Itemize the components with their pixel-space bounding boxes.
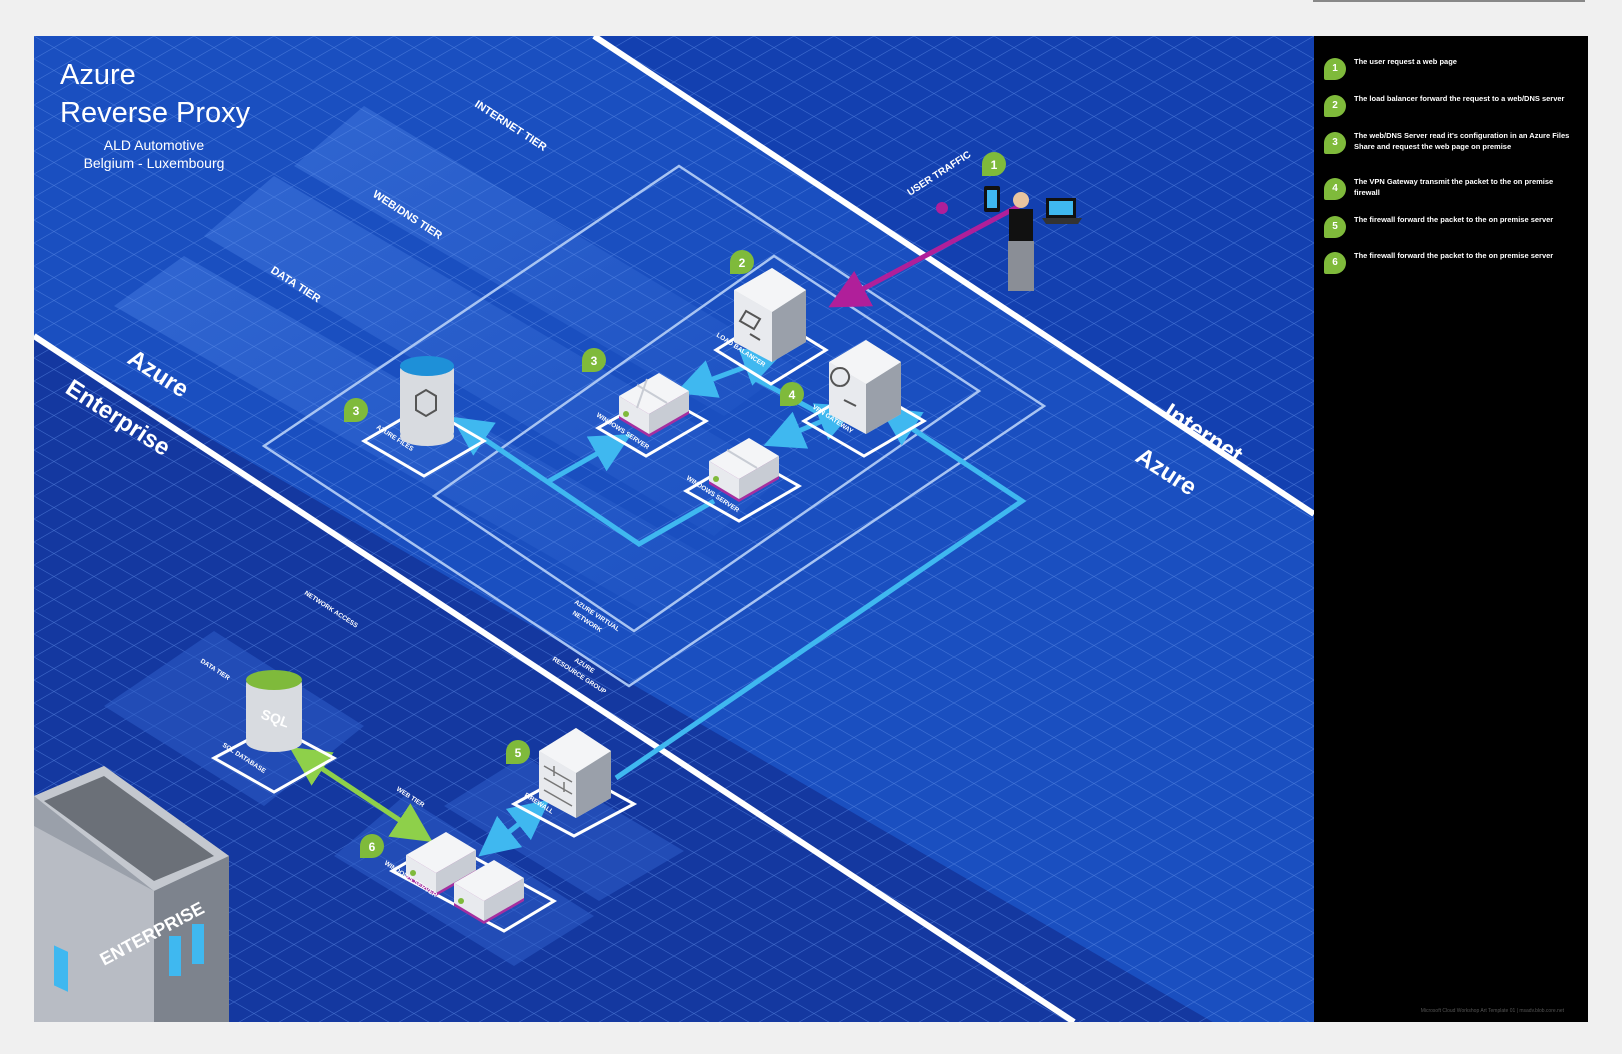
user-traffic-dot <box>936 202 948 214</box>
diagram-badge-4: 4 <box>780 382 804 406</box>
diagram-badge-6: 6 <box>360 834 384 858</box>
sql-database-node[interactable]: SQL <box>210 670 338 794</box>
step-badge: 4 <box>1324 178 1346 200</box>
diagram-canvas: SQL 1 <box>34 36 1314 1022</box>
step-badge: 5 <box>1324 216 1346 238</box>
load-balancer-icon <box>738 309 762 341</box>
onprem-windows-server-node[interactable] <box>388 832 558 933</box>
svg-text:3: 3 <box>591 354 598 368</box>
footer-credit: Microsoft Cloud Workshop Art Template 01… <box>1420 1008 1564 1014</box>
files-to-webserver1-arrow <box>547 434 632 484</box>
subtitle-line-1: ALD Automotive <box>104 137 205 153</box>
lb-to-webserver1-arrow <box>675 348 783 398</box>
diagram-badge-2: 2 <box>730 250 754 274</box>
title-line-1: Azure <box>60 59 136 91</box>
user-figure <box>984 186 1082 291</box>
step-badge: 1 <box>1324 58 1346 80</box>
internet-tier-band <box>294 106 794 416</box>
virtual-network-outline <box>431 254 982 633</box>
resource-group-outline <box>261 164 1047 688</box>
svg-text:1: 1 <box>991 158 998 172</box>
step-text: The web/DNS Server read it's configurati… <box>1354 131 1570 151</box>
step-text: The user request a web page <box>1354 57 1457 66</box>
azure-files-node[interactable] <box>361 356 487 478</box>
internet-boundary <box>592 36 1314 517</box>
firewall-to-server-arrow <box>478 799 550 857</box>
step-text: The firewall forward the packet to the o… <box>1354 251 1554 260</box>
top-rule <box>1313 0 1585 2</box>
vpn-gateway-node[interactable] <box>801 340 927 458</box>
diagram-badge-3-files: 3 <box>344 398 368 422</box>
step-badge: 2 <box>1324 95 1346 117</box>
title-line-2: Reverse Proxy <box>60 97 251 129</box>
windows-server-node-1[interactable] <box>594 373 710 458</box>
brick-wall-icon <box>543 765 573 807</box>
load-balancer-node[interactable] <box>713 268 829 386</box>
step-text: The firewall forward the packet to the o… <box>1354 215 1554 224</box>
svg-text:5: 5 <box>515 746 522 760</box>
step-text: The VPN Gateway transmit the packet to t… <box>1354 177 1554 197</box>
diagram-badge-3-server: 3 <box>582 348 606 372</box>
sql-to-server-arrow <box>289 746 433 843</box>
svg-text:3: 3 <box>353 404 360 418</box>
enterprise-building <box>34 766 229 1022</box>
enterprise-boundary <box>34 333 1076 1022</box>
server-status-icon <box>713 476 719 482</box>
svg-text:6: 6 <box>369 840 376 854</box>
svg-text:4: 4 <box>789 388 796 402</box>
file-share-icon <box>415 388 437 418</box>
diagram-badge-5: 5 <box>506 740 530 764</box>
onprem-network-access-region <box>444 756 684 901</box>
step-legend: 1 The user request a web page 2 The load… <box>1314 36 1588 1022</box>
server-status-icon <box>623 411 629 417</box>
diagram-badge-1: 1 <box>982 152 1006 176</box>
step-text: The load balancer forward the request to… <box>1354 94 1565 103</box>
web-dns-tier-band <box>204 176 784 536</box>
subtitle-line-2: Belgium - Luxembourg <box>84 155 225 171</box>
firewall-node[interactable] <box>510 728 638 838</box>
lock-icon <box>830 367 857 407</box>
files-to-webserver2-arrow <box>451 416 716 547</box>
user-traffic-arrow <box>828 203 1021 308</box>
svg-text:2: 2 <box>739 256 746 270</box>
vpn-to-firewall-arrow <box>614 406 1027 781</box>
architecture-diagram: SQL 1 <box>34 36 1314 1022</box>
step-badge: 6 <box>1324 252 1346 274</box>
step-badge: 3 <box>1324 132 1346 154</box>
windows-server-node-2[interactable] <box>682 438 803 523</box>
